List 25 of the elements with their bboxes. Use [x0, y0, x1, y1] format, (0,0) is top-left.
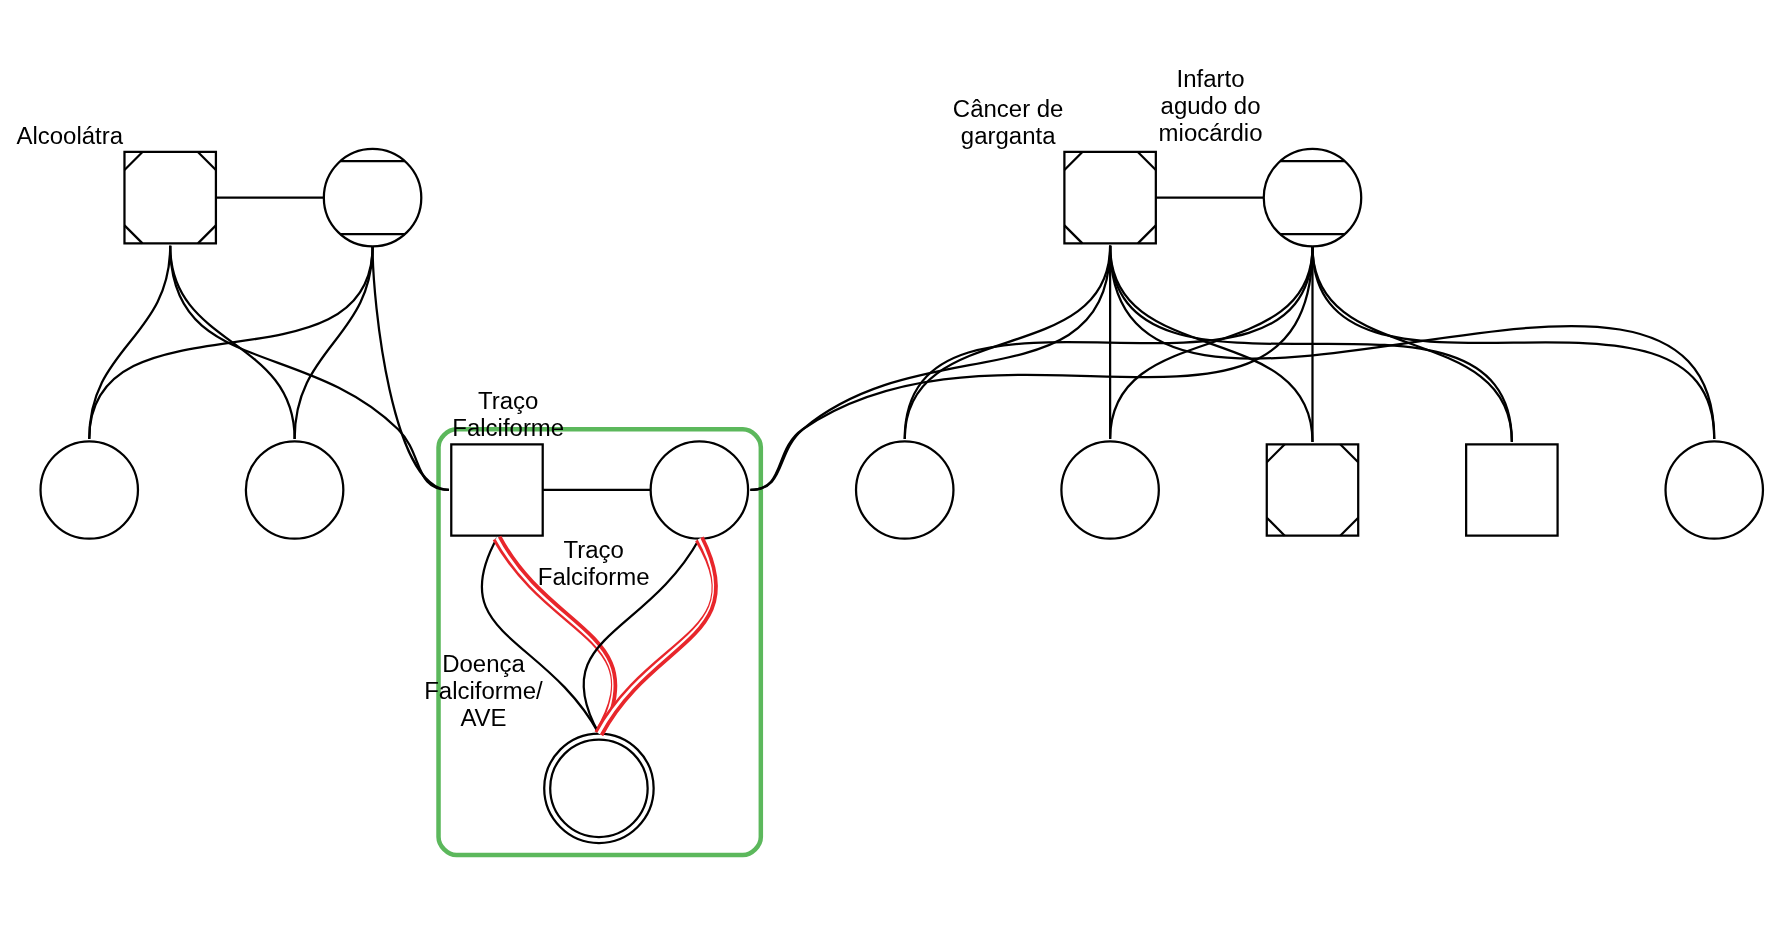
connector	[594, 536, 718, 736]
connector	[1155, 196, 1264, 199]
node-box	[1465, 442, 1559, 537]
connector	[169, 245, 296, 439]
connector	[293, 245, 374, 439]
node-circle	[854, 439, 955, 540]
node-label: Alcoolátra	[16, 121, 124, 149]
connector	[88, 245, 374, 439]
node-circle	[649, 439, 750, 540]
node-label: Câncer de garganta	[952, 94, 1064, 149]
connector	[169, 245, 450, 491]
node-circle	[1664, 439, 1765, 540]
connector	[1109, 244, 1716, 439]
node-crosscircle	[1262, 147, 1363, 247]
node-label: Traço Falciforme	[537, 535, 650, 590]
node-box	[450, 442, 544, 537]
node-circle	[39, 439, 140, 540]
node-label: Infarto agudo do miocárdio	[1158, 64, 1263, 146]
node-doublecircle	[543, 731, 655, 844]
connector	[215, 196, 324, 199]
connector	[542, 488, 651, 491]
node-circle	[244, 439, 345, 540]
connector	[582, 537, 701, 734]
node-crosscircle	[322, 147, 423, 247]
node-circle	[1060, 439, 1160, 540]
